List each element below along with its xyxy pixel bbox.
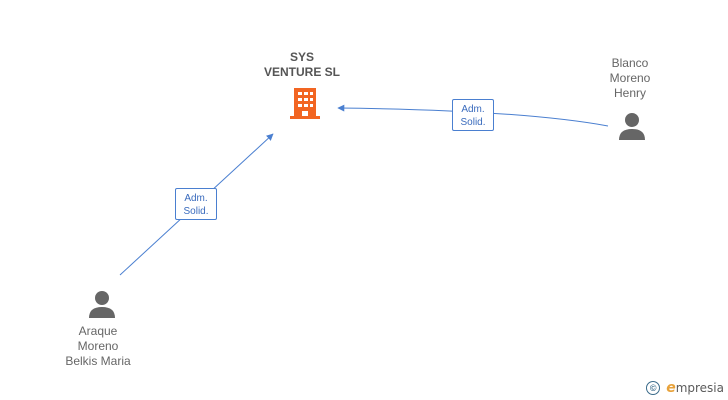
footer-brand[interactable]: © empresia	[646, 380, 724, 396]
brand-rest: mpresia	[675, 381, 724, 395]
person-name-line: Belkis Maria	[65, 354, 131, 368]
building-icon[interactable]	[288, 86, 322, 120]
brand-initial: e	[666, 380, 676, 396]
edge-label-line: Solid.	[183, 206, 209, 217]
company-name-line-2: VENTURE SL	[263, 65, 340, 79]
company-name-line-1: SYS	[289, 50, 314, 64]
edge-label-line: Adm.	[184, 193, 208, 204]
company-name[interactable]: SYS VENTURE SL	[252, 50, 352, 80]
edge-label-line: Solid.	[460, 117, 486, 128]
edge-label-line: Adm.	[461, 104, 485, 115]
person-name-line: Blanco	[611, 56, 649, 70]
person-name-blanco[interactable]: Blanco Moreno Henry	[590, 56, 670, 101]
person-name-line: Moreno	[609, 71, 651, 85]
edge-blanco-to-company[interactable]	[337, 104, 609, 127]
person-name-line: Moreno	[77, 339, 119, 353]
person-icon[interactable]	[87, 289, 117, 319]
copyright-icon: ©	[646, 381, 661, 395]
brand-logo: empresia	[666, 380, 724, 396]
person-name-line: Araque	[78, 324, 118, 338]
person-name-araque[interactable]: Araque Moreno Belkis Maria	[48, 324, 148, 369]
person-icon[interactable]	[617, 111, 647, 141]
person-name-line: Henry	[613, 86, 646, 100]
edge-label-blanco[interactable]: Adm. Solid.	[452, 99, 494, 131]
edge-label-araque[interactable]: Adm. Solid.	[175, 188, 217, 220]
